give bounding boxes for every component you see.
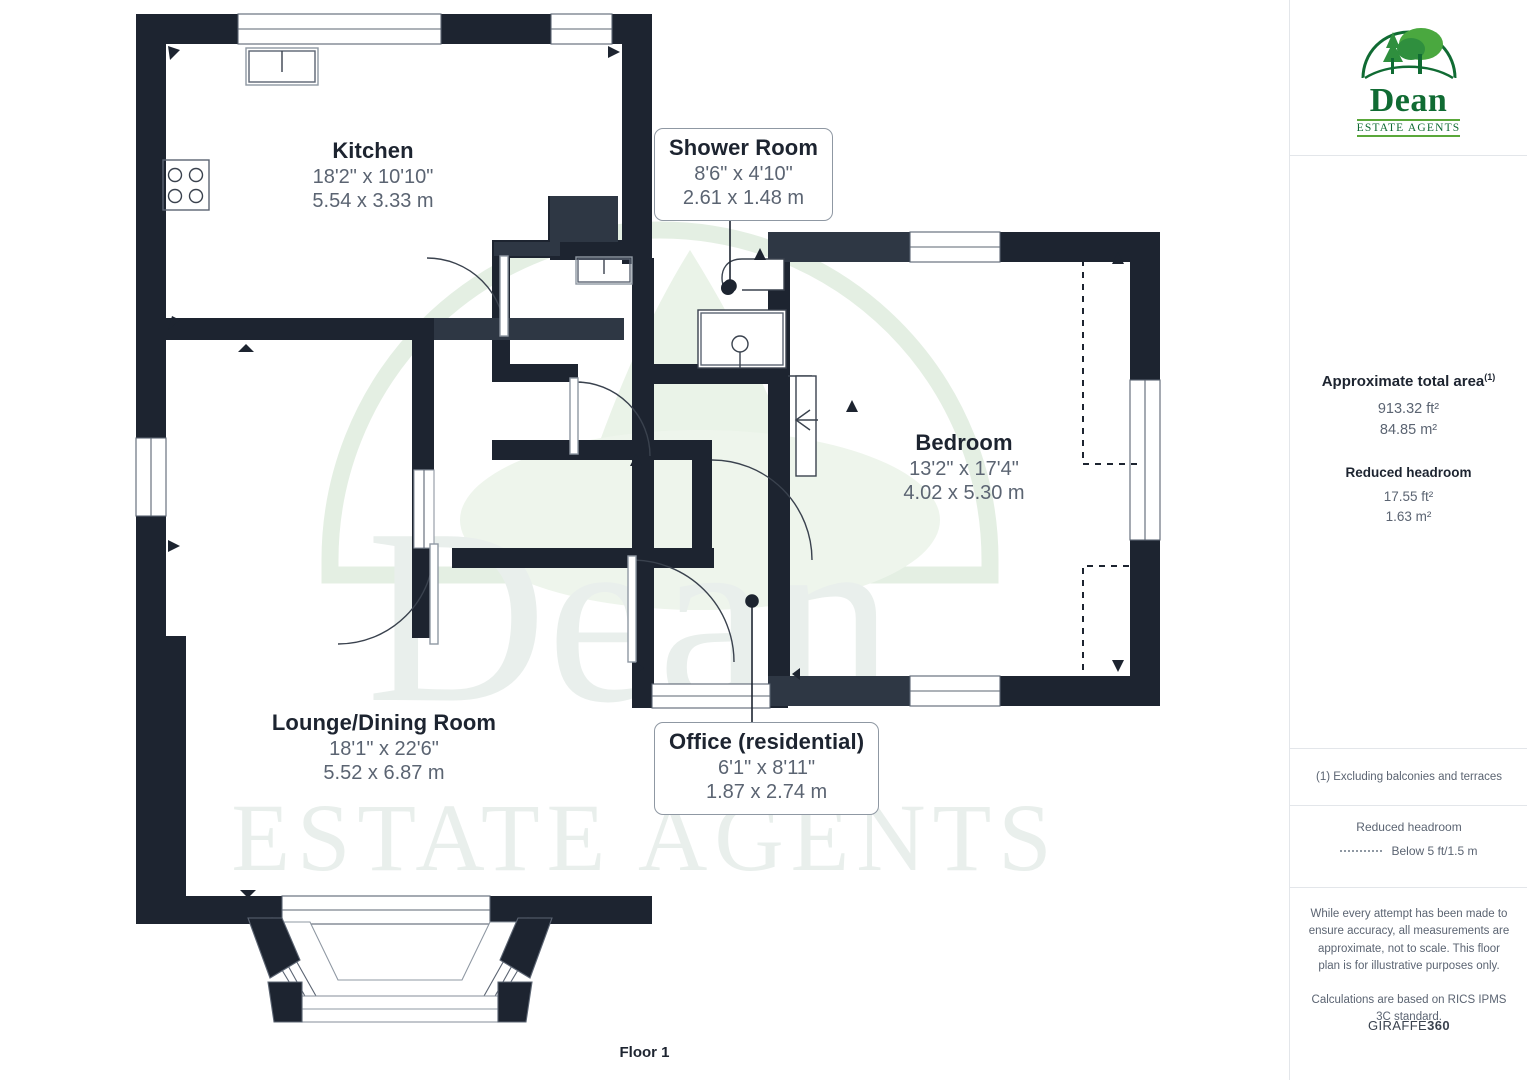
area-value-sqft: 913.32 ft² [1377,401,1440,417]
tree-in-arch-logo-icon [1361,27,1456,79]
footnote: (1) Excluding balconies and terraces [1290,748,1527,806]
footnote-text: (1) Excluding balconies and terraces [1315,771,1503,783]
watermark-subtitle: ESTATE AGENTS [231,784,1058,891]
dotted-line-icon [1340,850,1383,852]
logo-subtitle: ESTATE AGENTS [1356,119,1461,138]
legend-row: Below 5 ft/1.5 m [1290,844,1527,858]
doors [337,255,818,663]
reduced-headroom-sqm: 1.63 m² [1385,509,1432,525]
area-title-text: Approximate total area [1321,373,1485,390]
reduced-headroom-bottom [1082,565,1141,698]
disclaimer-text-1: While every attempt has been made to ens… [1308,908,1510,973]
legend-label: Below 5 ft/1.5 m [1391,844,1478,858]
walls-interior-shading [434,196,910,706]
reduced-headroom-top [1082,248,1141,465]
door-bedroom [711,459,813,561]
logo-wordmark: Dean [1369,81,1448,119]
brand-suffix: 360 [1427,1018,1451,1033]
legend: Reduced headroom Below 5 ft/1.5 m [1290,806,1527,888]
area-title: Approximate total area(1) [1290,372,1527,390]
disclaimer: While every attempt has been made to ens… [1290,888,1527,1027]
area-value-sqm: 84.85 m² [1379,422,1438,439]
floorplan-drawing: Dean ESTATE AGENTS [135,13,1161,1023]
reduced-headroom-title: Reduced headroom [1345,465,1472,481]
bay-window [247,917,553,1023]
dimension-arrows [168,46,1124,898]
giraffe360-brand: GIRAFFE360 [1290,1018,1527,1033]
area-title-superscript: (1) [1484,372,1496,382]
label-leader-lines [723,215,759,724]
door-shower-room [575,381,651,457]
brand-logo: Dean ESTATE AGENTS [1290,0,1527,156]
area-summary: Approximate total area(1) 913.32 ft² 84.… [1290,156,1527,528]
hob-icon [162,159,210,211]
floorplan-canvas: Dean ESTATE AGENTS [135,13,1161,1061]
door-office [631,559,735,663]
walls [136,14,1160,924]
legend-title: Reduced headroom [1356,820,1462,834]
windows [135,13,1161,925]
info-sidebar: Dean ESTATE AGENTS Approximate total are… [1289,0,1527,1080]
reduced-headroom-sqft: 17.55 ft² [1383,489,1434,505]
kitchen-counter [245,47,319,86]
brand-text: GIRAFFE360 [1290,1018,1527,1033]
reduced-headroom-regions [1082,248,1141,698]
hall-counter [575,256,633,285]
disclaimer-text-2: Calculations are based on RICS IPMS 3C s… [1311,993,1507,1024]
floor-caption: Floor 1 [619,1044,670,1061]
shower-tray [697,309,787,369]
brand-prefix: GIRAFFE [1367,1018,1428,1033]
